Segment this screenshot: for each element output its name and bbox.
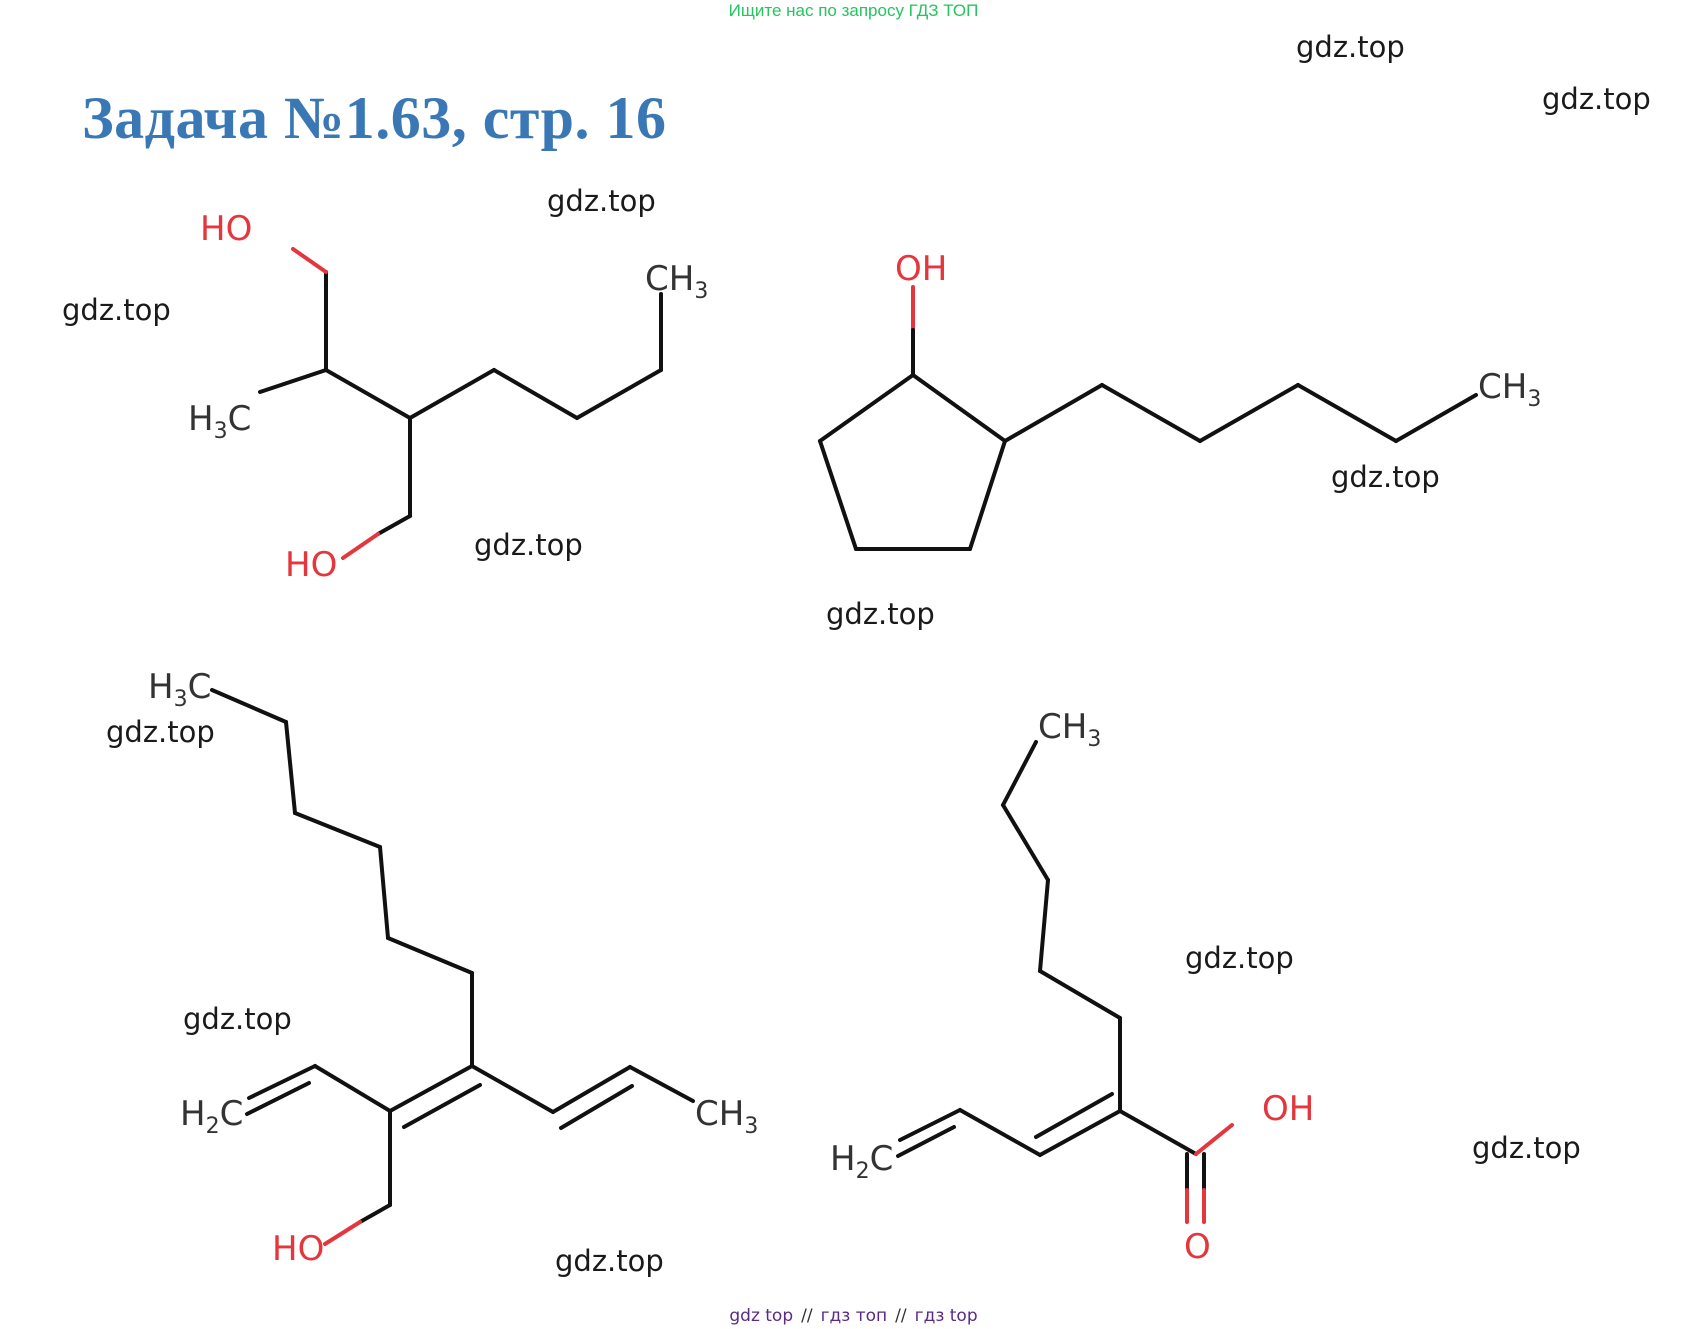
- watermark: gdz.top: [62, 293, 171, 327]
- molecule-2: OH CH3: [818, 249, 1541, 551]
- methyl-label: CH3: [695, 1094, 758, 1139]
- footer-links: gdz top // гдз топ // гдз top: [0, 1306, 1707, 1326]
- methylene-label: H2C: [180, 1094, 243, 1139]
- methyl-label: CH3: [1038, 707, 1101, 752]
- methylene-label: H2C: [830, 1139, 893, 1184]
- methyl-label: CH3: [1478, 367, 1541, 412]
- watermark: gdz.top: [474, 528, 583, 562]
- footer-separator: //: [895, 1306, 907, 1326]
- hydroxyl-label: HO: [272, 1229, 324, 1269]
- methyl-label: CH3: [645, 259, 708, 304]
- methyl-label: H3C: [188, 399, 251, 444]
- hydroxyl-label: OH: [1262, 1089, 1314, 1129]
- hydroxyl-label: OH: [895, 249, 947, 289]
- hydroxyl-label: HO: [200, 209, 252, 249]
- watermark: gdz.top: [106, 715, 215, 749]
- top-banner[interactable]: Ищите нас по запросу ГДЗ ТОП: [728, 1, 979, 20]
- carbonyl-oxygen-label: O: [1184, 1227, 1211, 1267]
- watermark: gdz.top: [826, 597, 935, 631]
- footer-link[interactable]: gdz top: [729, 1306, 794, 1326]
- footer-link[interactable]: гдз топ: [820, 1306, 888, 1326]
- hydroxyl-label: HO: [285, 545, 337, 585]
- molecule-4: CH3 H2C OH O: [830, 707, 1314, 1267]
- molecule-3: H3C H2C CH3 HO: [148, 667, 758, 1269]
- watermark: gdz.top: [183, 1002, 292, 1036]
- watermark: gdz.top: [1472, 1131, 1581, 1165]
- watermark: gdz.top: [1331, 460, 1440, 494]
- footer-link[interactable]: гдз top: [914, 1306, 978, 1326]
- molecule-1: HO H3C HO CH3: [188, 209, 708, 585]
- watermark: gdz.top: [1542, 82, 1651, 116]
- watermark: gdz.top: [555, 1244, 664, 1278]
- watermark: gdz.top: [547, 184, 656, 218]
- watermark: gdz.top: [1185, 941, 1294, 975]
- methyl-label: H3C: [148, 667, 211, 712]
- watermark: gdz.top: [1296, 30, 1405, 64]
- page-title: Задача №1.63, стр. 16: [82, 85, 667, 151]
- footer-separator: //: [801, 1306, 813, 1326]
